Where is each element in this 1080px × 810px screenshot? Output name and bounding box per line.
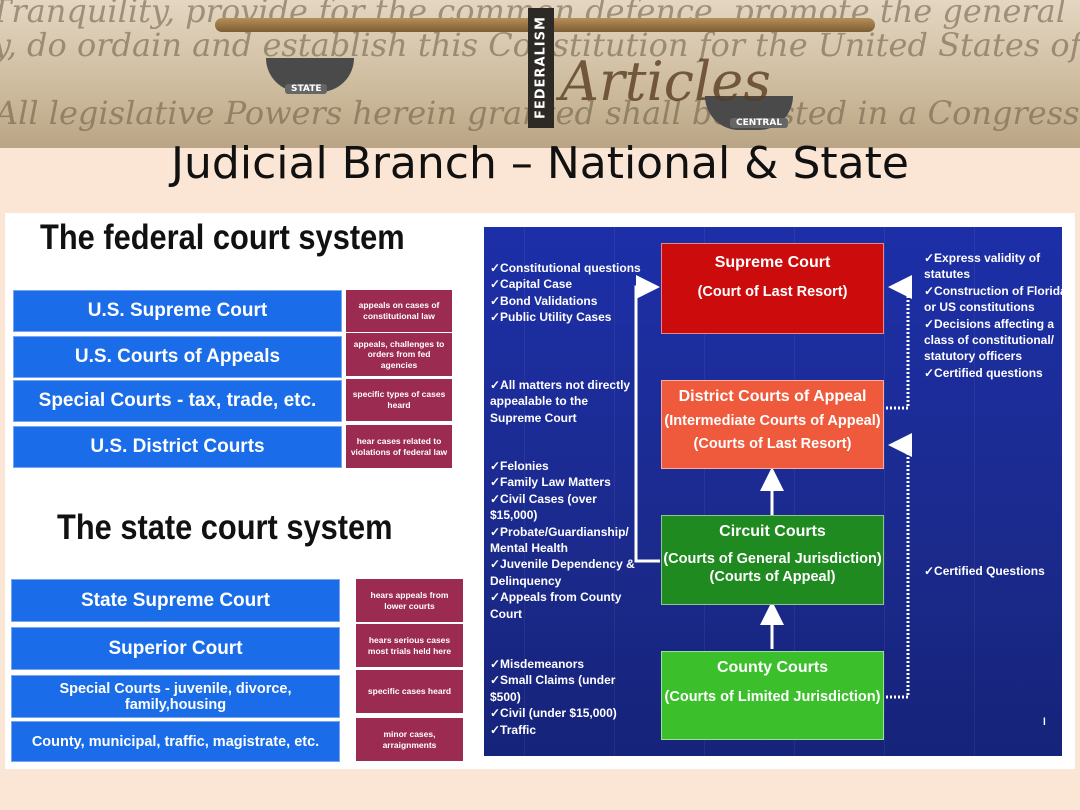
fl-box-sub: (Courts of Limited Jurisdiction) (664, 689, 881, 705)
state-court-note: hears serious cases most trials held her… (356, 624, 463, 667)
fl-review-list: ✓Certified Questions (924, 564, 1045, 578)
fl-district-courts-box: District Courts of Appeal (Intermediate … (661, 380, 884, 469)
fl-jurisdiction-list: ✓Felonies ✓Family Law Matters ✓Civil Cas… (490, 459, 635, 621)
connector-arrows (634, 275, 912, 699)
federalism-post: FEDERALISM (528, 8, 554, 128)
federal-court-note: hear cases related to violations of fede… (346, 425, 452, 468)
federal-court-note: appeals, challenges to orders from fed a… (346, 333, 452, 376)
state-court-box: Superior Court (11, 627, 340, 670)
state-court-box: State Supreme Court (11, 579, 340, 622)
central-pan-label: CENTRAL (730, 118, 789, 128)
federal-court-box: U.S. Courts of Appeals (13, 336, 342, 378)
fl-jurisdiction-list: ✓Misdemeanors ✓Small Claims (under $500)… (490, 657, 617, 737)
state-court-note: minor cases, arraignments (356, 718, 463, 761)
fl-box-title: County Courts (716, 659, 829, 676)
florida-court-diagram: Supreme Court (Court of Last Resort) Dis… (484, 227, 1062, 756)
fl-county-courts-box: County Courts (Courts of Limited Jurisdi… (661, 651, 884, 740)
page-title: Judicial Branch – National & State (171, 138, 909, 189)
fl-jurisdiction-list: ✓Constitutional questions ✓Capital Case … (490, 261, 641, 325)
state-court-note: specific cases heard (356, 670, 463, 713)
federal-court-box: U.S. Supreme Court (13, 290, 342, 332)
header-banner: Tranquility, provide for the common defe… (0, 0, 1080, 148)
state-court-box: Special Courts - juvenile, divorce, fami… (11, 675, 340, 718)
state-heading: The state court system (57, 508, 393, 547)
fl-box-sub: (Court of Last Resort) (697, 284, 848, 300)
federal-court-box: Special Courts - tax, trade, etc. (13, 380, 342, 422)
fl-box-title: District Courts of Appeal (678, 388, 867, 405)
fl-box-sub: (Courts of General Jurisdiction) (663, 551, 882, 567)
state-pan-label: STATE (285, 84, 328, 94)
corner-mark: l (1043, 717, 1046, 728)
federal-court-note: specific types of cases heard (346, 379, 452, 421)
fl-circuit-courts-box: Circuit Courts (Courts of General Jurisd… (661, 515, 884, 605)
federal-heading: The federal court system (40, 218, 405, 257)
fl-supreme-court-box: Supreme Court (Court of Last Resort) (661, 243, 884, 334)
federal-court-note: appeals on cases of constitutional law (346, 290, 452, 332)
fl-box-sub: (Intermediate Courts of Appeal) (664, 413, 881, 429)
fl-review-list: ✓Express validity of statutes ✓Construct… (924, 251, 1062, 380)
fl-box-sub: (Courts of Last Resort) (693, 436, 852, 452)
fl-box-title: Supreme Court (714, 254, 831, 271)
banner-articles-script: Articles (560, 50, 771, 113)
fl-jurisdiction-list: ✓All matters not directly appealable to … (490, 378, 631, 425)
state-court-note: hears appeals from lower courts (356, 579, 463, 622)
federal-court-box: U.S. District Courts (13, 426, 342, 468)
state-court-box: County, municipal, traffic, magistrate, … (11, 721, 340, 762)
fl-box-title: Circuit Courts (719, 523, 826, 540)
fl-box-sub: (Courts of Appeal) (709, 569, 836, 585)
